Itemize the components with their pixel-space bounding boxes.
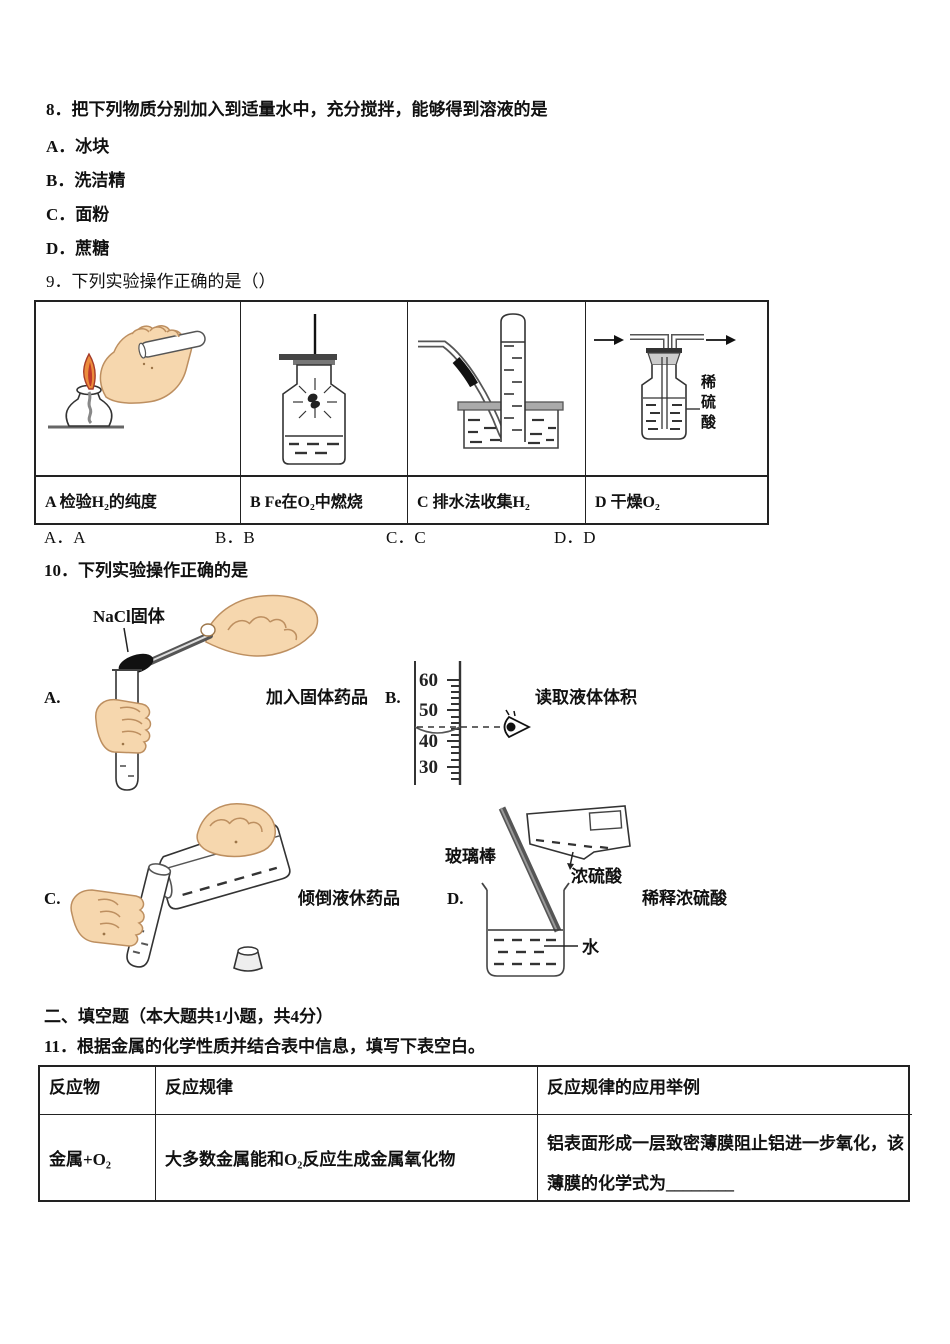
graduated-cylinder-eye-icon: 60 50 40 30: [414, 661, 532, 785]
q8-option-a: A．冰块: [46, 137, 110, 156]
q9-figure-table: 稀硫酸 A 检验H₂的纯度 B Fe在O₂中燃烧 C 排水法收集H₂ D 干燥O…: [34, 300, 769, 525]
q10-caption-d: 稀释浓硫酸: [642, 889, 727, 908]
tick-50: 50: [419, 700, 438, 721]
conc-acid-label: 浓硫酸: [571, 867, 622, 886]
q9-figure-check-h2-purity: [36, 302, 240, 475]
q11-header-rule: 反应规律: [155, 1067, 537, 1114]
q11-cell-example: 铝表面形成一层致密薄膜阻止铝进一步氧化，该 薄膜的化学式为________: [537, 1114, 912, 1200]
q10-figure-pour-liquid: [58, 796, 308, 992]
q10-caption-b: 读取液体体积: [535, 688, 637, 707]
section2-heading: 二、填空题（本大题共1小题，共4分）: [44, 1007, 333, 1026]
q10-figure-dilute-acid: [432, 800, 647, 985]
tick-60: 60: [419, 670, 438, 691]
q10-caption-a: 加入固体药品: [266, 688, 368, 707]
glass-rod-label: 玻璃棒: [445, 847, 496, 866]
q9-caption-a: A 检验H₂的纯度: [36, 475, 240, 523]
test-tube-hand-icon: [95, 669, 152, 791]
q10-question: 10．下列实验操作正确的是: [44, 561, 248, 580]
q9-figure-water-displacement: [407, 302, 585, 475]
q11-cell-reactant: 金属+O₂: [40, 1114, 155, 1200]
beaker-glass-rod-icon: [481, 805, 631, 977]
q10-letter-b: B.: [385, 688, 401, 707]
q11-example-line2: 薄膜的化学式为________: [547, 1174, 734, 1193]
q8-option-b: B．洗洁精: [46, 171, 126, 190]
q11-question: 11．根据金属的化学性质并结合表中信息，填写下表空白。: [44, 1037, 486, 1056]
gas-washing-bottle-icon: [594, 334, 736, 440]
q11-example-line1: 铝表面形成一层致密薄膜阻止铝进一步氧化，该: [547, 1134, 904, 1153]
q10-caption-c: 倾倒液休药品: [298, 889, 400, 908]
q9-answer-c: C．C: [386, 528, 426, 547]
water-displacement-icon: [418, 313, 564, 449]
q9-caption-c: C 排水法收集H₂: [407, 475, 585, 523]
gas-bottle-burning-iron-icon: [279, 314, 346, 465]
alcohol-lamp-test-tube-icon: [48, 325, 206, 429]
q10-letter-a: A.: [44, 688, 61, 707]
tick-40: 40: [419, 731, 438, 752]
q8-option-d: D．蔗糖: [46, 239, 110, 258]
q10-figure-read-volume: 60 50 40 30: [405, 655, 540, 790]
q10-letter-c: C.: [44, 889, 61, 908]
tick-30: 30: [419, 757, 438, 778]
q8-question: 8．把下列物质分别加入到适量水中，充分搅拌，能够得到溶液的是: [46, 100, 548, 119]
pouring-bottle-hand-icon: [70, 803, 291, 972]
nacl-solid-label: NaCl固体: [93, 607, 165, 626]
dilute-sulfuric-acid-label: 稀硫酸: [699, 374, 715, 434]
q9-answer-a: A．A: [44, 528, 86, 547]
q11-cell-rule: 大多数金属能和O₂反应生成金属氧化物: [155, 1114, 537, 1200]
q8-option-c: C．面粉: [46, 205, 110, 224]
water-label: 水: [582, 938, 599, 957]
q9-answer-b: B．B: [215, 528, 255, 547]
q9-question: 9．下列实验操作正确的是（）: [46, 272, 276, 291]
q10-figure-test-tube-held: [90, 664, 180, 796]
q9-answer-d: D．D: [554, 528, 596, 547]
q9-caption-b: B Fe在O₂中燃烧: [240, 475, 407, 523]
q9-figure-drying-o2: 稀硫酸: [585, 302, 767, 475]
q11-header-example: 反应规律的应用举例: [537, 1067, 912, 1114]
q11-table: 反应物 反应规律 反应规律的应用举例 金属+O₂ 大多数金属能和O₂反应生成金属…: [38, 1065, 912, 1202]
q9-caption-d: D 干燥O₂: [585, 475, 767, 523]
q9-figure-fe-burning: [240, 302, 407, 475]
q11-header-reactant: 反应物: [49, 1078, 100, 1097]
q10-letter-d: D.: [447, 889, 464, 908]
